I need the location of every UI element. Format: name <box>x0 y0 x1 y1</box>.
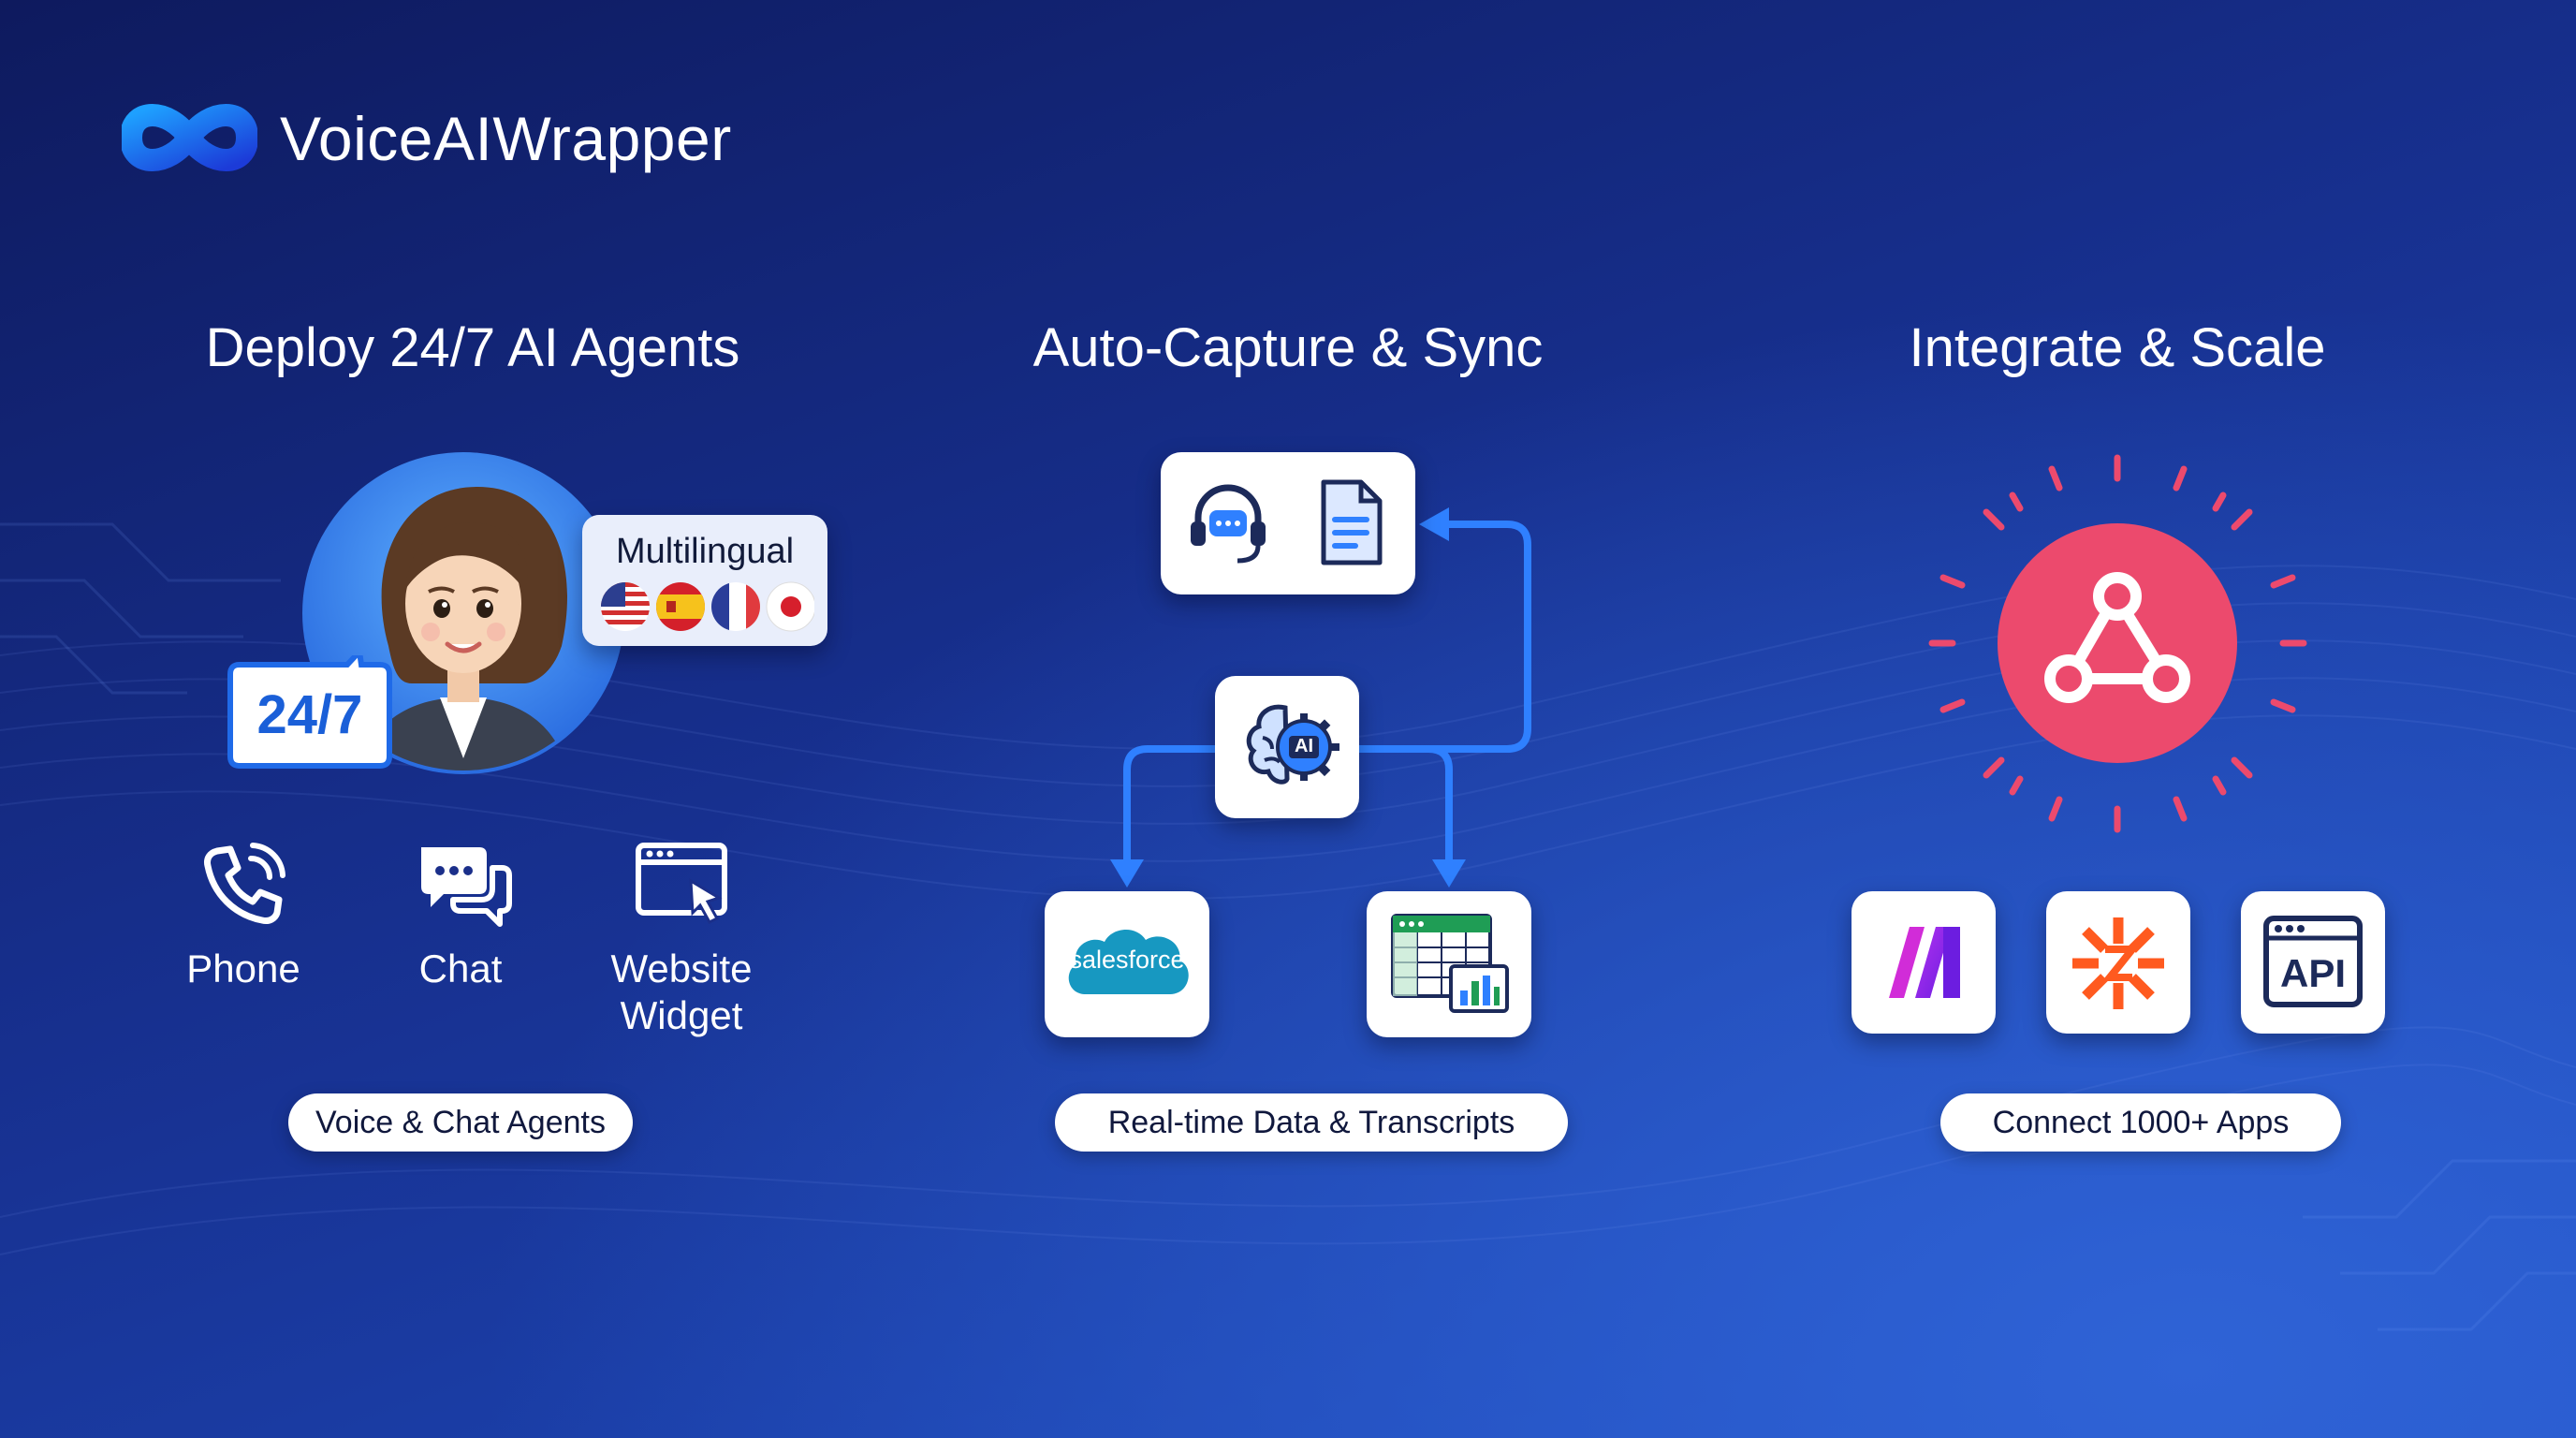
pill-voice-chat-agents: Voice & Chat Agents <box>288 1093 633 1152</box>
make-app-card[interactable] <box>1852 891 1996 1034</box>
api-icon <box>2263 916 2363 1007</box>
api-app-card[interactable]: API <box>2241 891 2385 1034</box>
column-title-integrate: Integrate & Scale <box>1909 317 2326 378</box>
salesforce-cloud-icon <box>1068 929 1189 994</box>
us-flag-icon <box>601 582 650 631</box>
make-icon <box>1889 927 1960 998</box>
badge-247-label: 24/7 <box>256 684 363 745</box>
channel-chat-label: Chat <box>418 946 503 990</box>
ai-brain-card: AI <box>1215 676 1359 818</box>
agent-avatar <box>300 449 627 777</box>
salesforce-card[interactable]: salesforce <box>1045 891 1209 1037</box>
france-flag-icon <box>711 582 760 631</box>
channel-website-widget-label: Website Widget <box>610 946 753 1037</box>
spain-flag-icon <box>656 582 705 631</box>
website-widget-icon <box>636 843 727 924</box>
headset-chat-icon <box>1191 484 1266 564</box>
column-title-capture: Auto-Capture & Sync <box>1032 317 1544 378</box>
column-title-deploy: Deploy 24/7 AI Agents <box>205 317 740 378</box>
salesforce-label: salesforce <box>1069 946 1185 974</box>
chat-bubbles-icon <box>421 847 512 927</box>
multilingual-card: Multilingual <box>582 515 827 646</box>
japan-flag-icon <box>766 581 814 632</box>
ai-chip-label: AI <box>1295 736 1313 756</box>
spreadsheet-chart-icon <box>1391 914 1509 1013</box>
document-icon <box>1321 479 1383 565</box>
pill-realtime-data: Real-time Data & Transcripts <box>1055 1093 1568 1152</box>
spreadsheet-card[interactable] <box>1367 891 1531 1037</box>
pill-connect-apps: Connect 1000+ Apps <box>1940 1093 2341 1152</box>
ai-brain-gear-icon <box>1246 704 1339 785</box>
availability-badge: 24/7 <box>221 655 399 772</box>
zapier-app-card[interactable] <box>2046 891 2190 1034</box>
api-label: API <box>2279 951 2346 995</box>
zapier-icon <box>2072 917 2164 1009</box>
phone-icon <box>204 843 285 924</box>
channel-website-widget[interactable]: Website Widget <box>578 838 784 1044</box>
channel-phone[interactable]: Phone <box>137 838 343 1006</box>
transcript-card <box>1161 452 1415 594</box>
channel-chat[interactable]: Chat <box>358 838 564 1006</box>
brand-name: VoiceAIWrapper <box>280 103 732 173</box>
webhook-burst-icon <box>1928 454 2307 833</box>
brand-logo[interactable]: VoiceAIWrapper <box>122 89 732 187</box>
multilingual-label: Multilingual <box>615 532 795 571</box>
infinity-logo-icon <box>122 104 257 171</box>
channel-phone-label: Phone <box>186 946 300 990</box>
